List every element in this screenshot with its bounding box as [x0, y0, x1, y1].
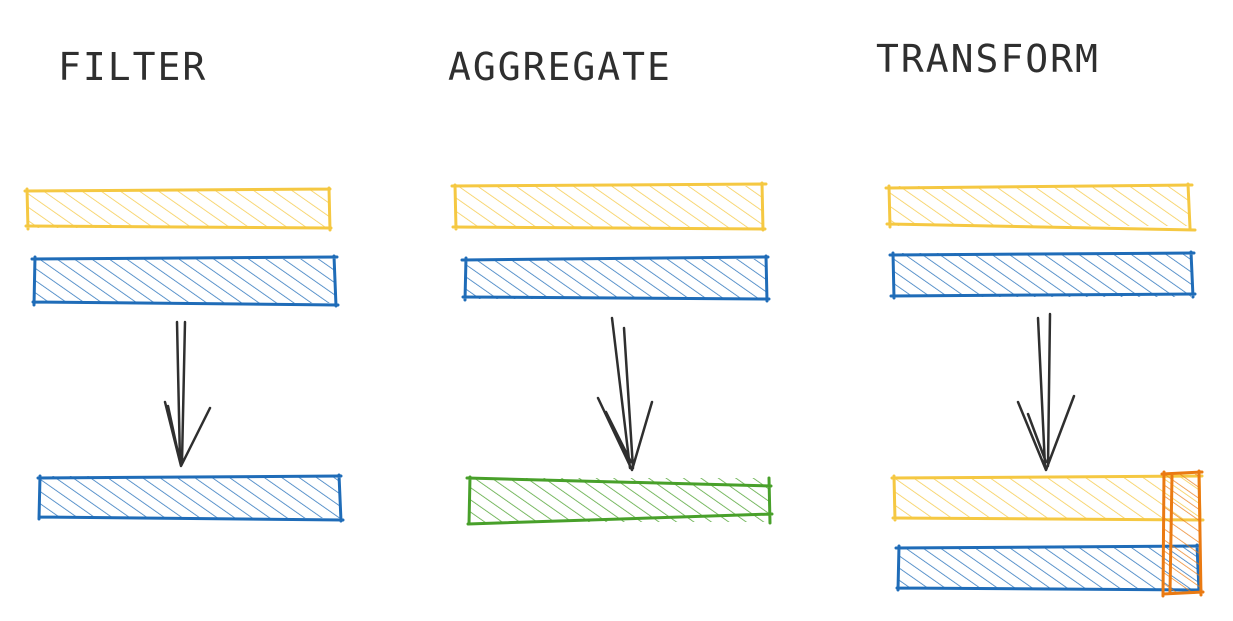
input-bar-yellow: [23, 186, 333, 232]
output-bar-green: [465, 475, 774, 526]
output-bar-yellow: [890, 473, 1205, 523]
output-bar-blue: [894, 543, 1203, 593]
arrow: [596, 316, 654, 472]
input-bar-blue: [888, 250, 1197, 300]
input-bar-yellow: [884, 182, 1197, 232]
panel-transform: TRANSFORM: [876, 37, 1205, 598]
transformed-column-highlight: [1160, 469, 1205, 598]
input-bar-yellow: [450, 181, 768, 232]
panel-title-aggregate: AGGREGATE: [448, 45, 672, 89]
arrow: [163, 320, 212, 468]
panel-title-filter: FILTER: [58, 45, 207, 89]
output-bar-blue: [36, 473, 345, 523]
input-bar-blue: [460, 254, 771, 303]
panel-title-transform: TRANSFORM: [876, 37, 1100, 81]
input-bar-blue: [30, 254, 340, 308]
arrow: [1016, 312, 1076, 472]
panel-filter: FILTER: [23, 45, 345, 523]
panel-aggregate: AGGREGATE: [448, 45, 774, 526]
